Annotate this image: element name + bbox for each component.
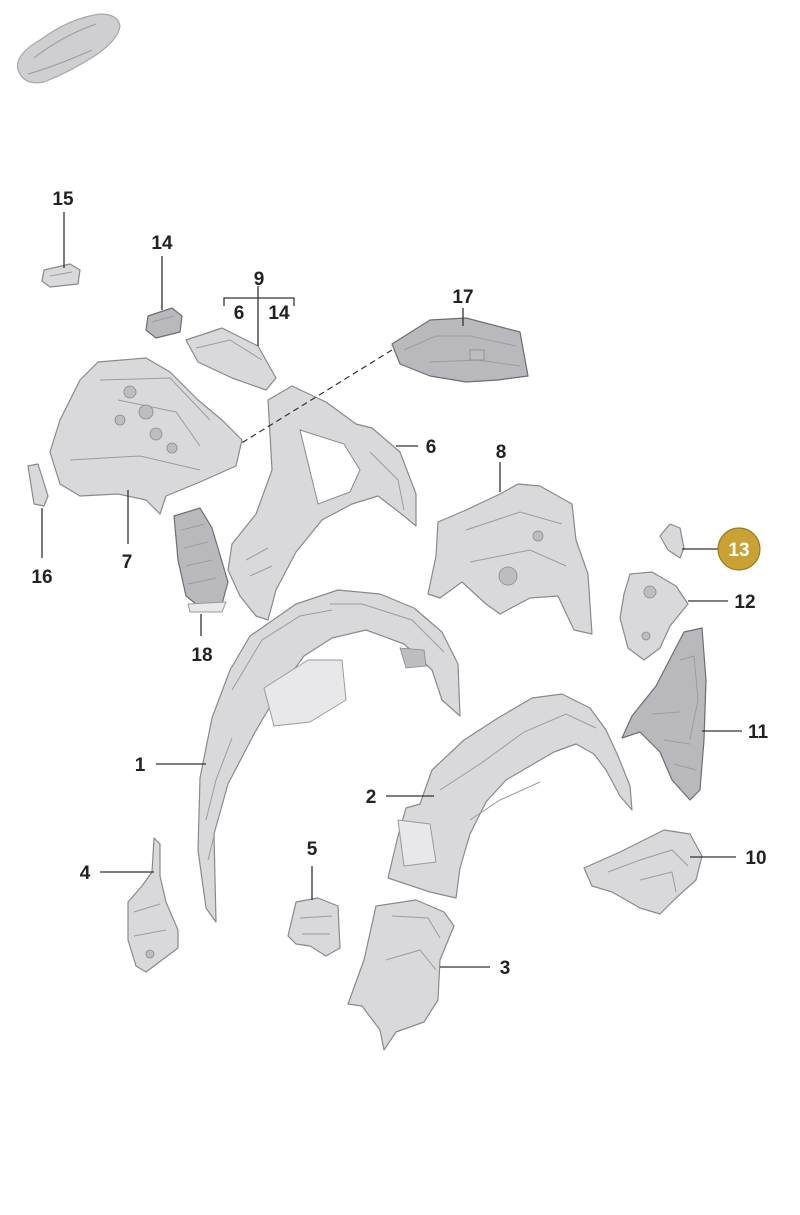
label-10: 10 (745, 848, 766, 869)
part-4-vertical-bracket[interactable] (127, 837, 179, 973)
part-14-bracket[interactable] (145, 307, 183, 339)
part-18-reinforcement[interactable] (173, 507, 229, 613)
label-1: 1 (135, 755, 146, 776)
part-1-wheel-arch[interactable] (197, 589, 461, 923)
part-16-bracket[interactable] (27, 463, 49, 507)
part-17-upper-bracket[interactable] (391, 317, 529, 383)
part-10-floor-tray[interactable] (583, 829, 703, 915)
highlight-badge-13[interactable]: 13 (717, 527, 761, 571)
label-8: 8 (496, 442, 507, 463)
label-11: 11 (748, 722, 769, 743)
part-8-rear-panel[interactable] (427, 483, 593, 635)
label-3: 3 (500, 958, 511, 979)
part-15-bracket[interactable] (41, 263, 81, 288)
label-9-sub-14: 14 (268, 303, 290, 324)
label-15: 15 (52, 189, 74, 210)
label-17: 17 (452, 287, 473, 308)
label-7: 7 (122, 552, 133, 573)
label-9: 9 (254, 269, 265, 290)
part-6-side-panel[interactable] (227, 385, 417, 621)
part-labels: 15 14 9 6 14 17 6 8 7 16 12 18 11 1 2 5 … (31, 189, 768, 979)
label-16: 16 (31, 567, 52, 588)
part-5-small-bracket[interactable] (287, 897, 341, 957)
part-2-wheel-arch-outer[interactable] (387, 693, 633, 899)
label-4: 4 (80, 863, 91, 884)
label-5: 5 (307, 839, 318, 860)
label-12: 12 (734, 592, 755, 613)
highlight-badge-circle (717, 527, 761, 571)
label-13: 13 (728, 540, 749, 561)
label-14: 14 (151, 233, 173, 254)
label-6: 6 (426, 437, 437, 458)
part-9-panel[interactable] (185, 327, 277, 391)
label-18: 18 (191, 645, 212, 666)
part-7-inner-panel[interactable] (49, 357, 243, 515)
part-12-panel[interactable] (619, 571, 689, 661)
car-thumbnail-icon[interactable] (16, 13, 121, 84)
label-2: 2 (366, 787, 377, 808)
part-11-vertical-panel[interactable] (621, 627, 707, 801)
leader-lines (41, 212, 742, 968)
part-13-clip[interactable] (659, 523, 685, 559)
label-9-sub-6: 6 (234, 303, 245, 324)
part-3-lower-panel[interactable] (347, 899, 455, 1051)
